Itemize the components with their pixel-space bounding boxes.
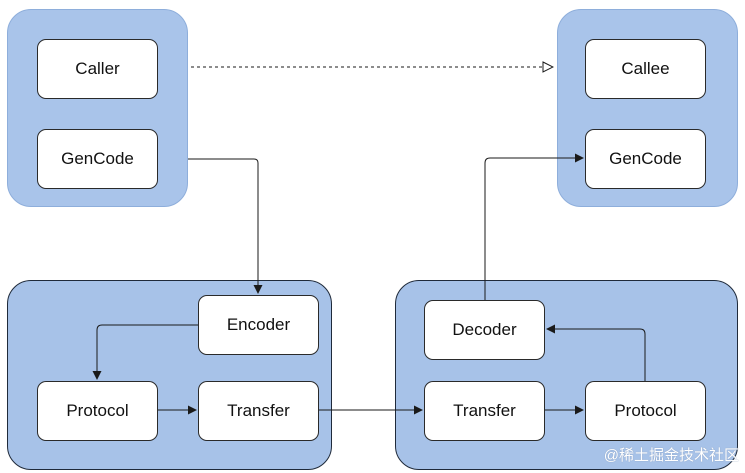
receiver-transfer-box: Transfer [424,381,545,441]
encoder-box: Encoder [198,295,319,355]
protocol-to-decoder-arrow [546,324,646,381]
sender-transfer-box: Transfer [198,381,319,441]
decoder-to-callee-gencode-arrow [484,153,584,300]
caller-box: Caller [37,39,158,99]
encoder-to-protocol-arrow [92,324,198,380]
callee-gencode-box: GenCode [585,129,706,189]
callee-box: Callee [585,39,706,99]
caller-gencode-box: GenCode [37,129,158,189]
gencode-to-encoder-arrow [188,158,263,294]
receiver-protocol-box: Protocol [585,381,706,441]
decoder-box: Decoder [424,300,545,360]
watermark: @稀土掘金技术社区 [603,447,739,464]
sender-protocol-box: Protocol [37,381,158,441]
